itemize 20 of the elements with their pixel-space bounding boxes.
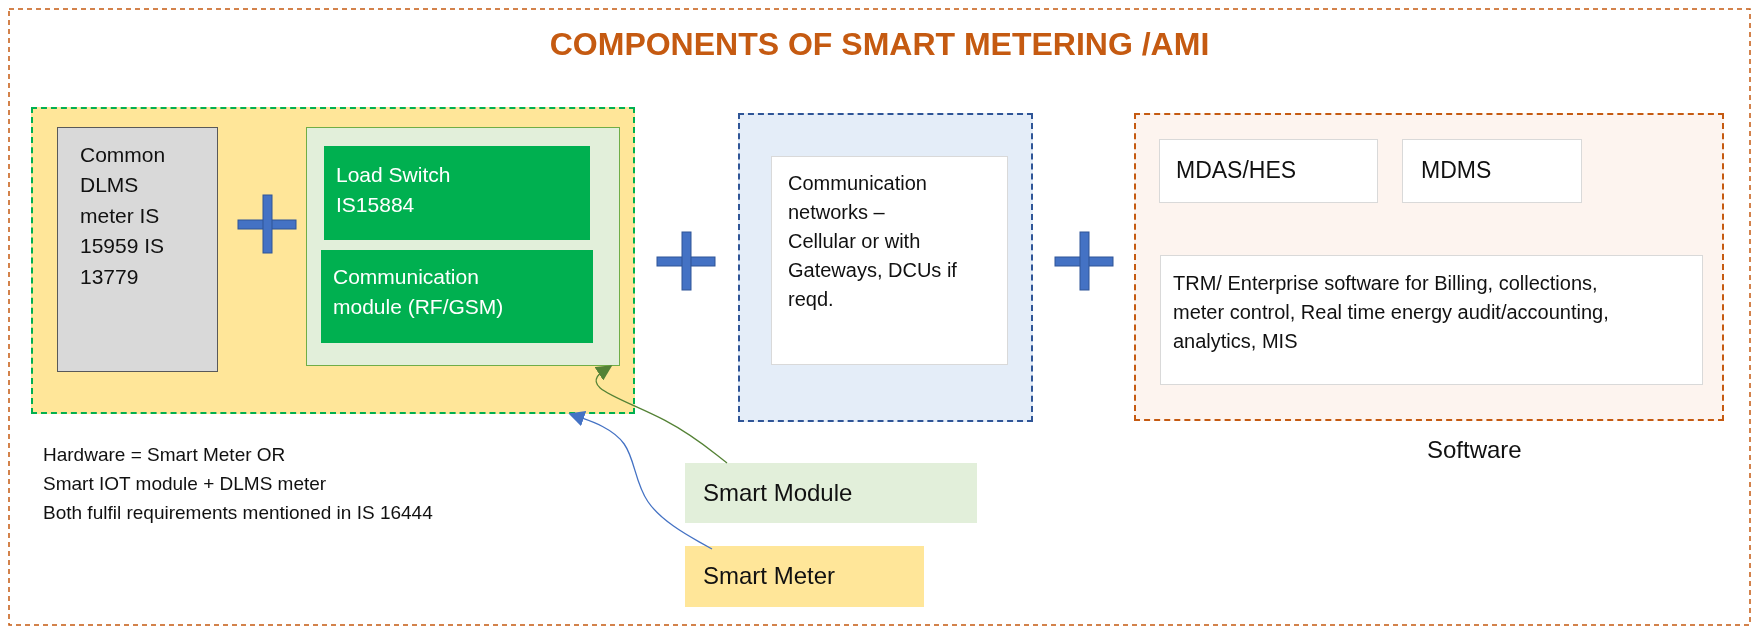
note-text: Smart IOT module + DLMS meter: [43, 472, 328, 496]
group-box: [306, 127, 620, 366]
software-box: MDAS/HES: [1159, 139, 1378, 203]
communication-module-box: Communication module (RF/GSM): [321, 250, 593, 343]
software-box: MDMS: [1402, 139, 1582, 203]
software-box: TRM/ Enterprise software for Billing, collections, meter control, Real time energy audit/accounting, analytics, MIS: [1160, 255, 1703, 385]
group-caption: Software: [1427, 436, 1522, 464]
diagram-title: COMPONENTS OF SMART METERING /AMI: [548, 26, 1211, 63]
meter-box: Common DLMS meter IS 15959 IS 13779: [57, 127, 218, 372]
curved-arrow: [594, 365, 728, 464]
group-box: [738, 113, 1033, 422]
note-text: Both fulfil requirements mentioned in IS 16444: [43, 501, 433, 525]
callout-box: Smart Meter: [685, 546, 924, 607]
network-box: Communication networks – Cellular or with Gateways, DCUs if reqd.: [771, 156, 1008, 365]
group-box: [1134, 113, 1724, 421]
load-switch-box: Load Switch IS15884: [324, 146, 590, 240]
curved-arrow: [568, 411, 713, 550]
group-box: [31, 107, 635, 414]
note-text: Hardware = Smart Meter OR: [43, 443, 287, 467]
callout-box: Smart Module: [685, 463, 977, 523]
